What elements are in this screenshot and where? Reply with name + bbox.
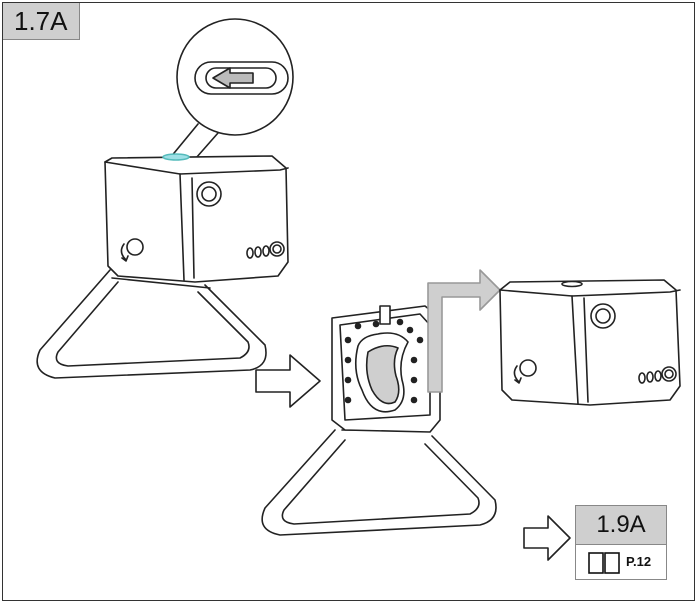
page-reference: P.12 xyxy=(576,545,666,581)
lift-arrow-icon xyxy=(427,269,501,393)
book-icon xyxy=(588,552,620,574)
camera-assembled xyxy=(36,153,289,379)
next-step-label: 1.9A xyxy=(576,506,666,545)
rotate-icon xyxy=(120,243,129,262)
page-ref-text: P.12 xyxy=(626,554,652,569)
step-label: 1.7A xyxy=(14,6,68,36)
slide-left-arrow-icon xyxy=(212,67,254,89)
camera-body-removed xyxy=(499,279,681,406)
next-arrow-icon xyxy=(523,515,571,561)
next-step-box: 1.9A P.12 xyxy=(575,505,667,580)
step-badge: 1.7A xyxy=(3,3,80,40)
stand-with-mount xyxy=(261,305,497,536)
zoom-callout xyxy=(169,18,294,159)
arrow-right-icon xyxy=(255,354,321,408)
